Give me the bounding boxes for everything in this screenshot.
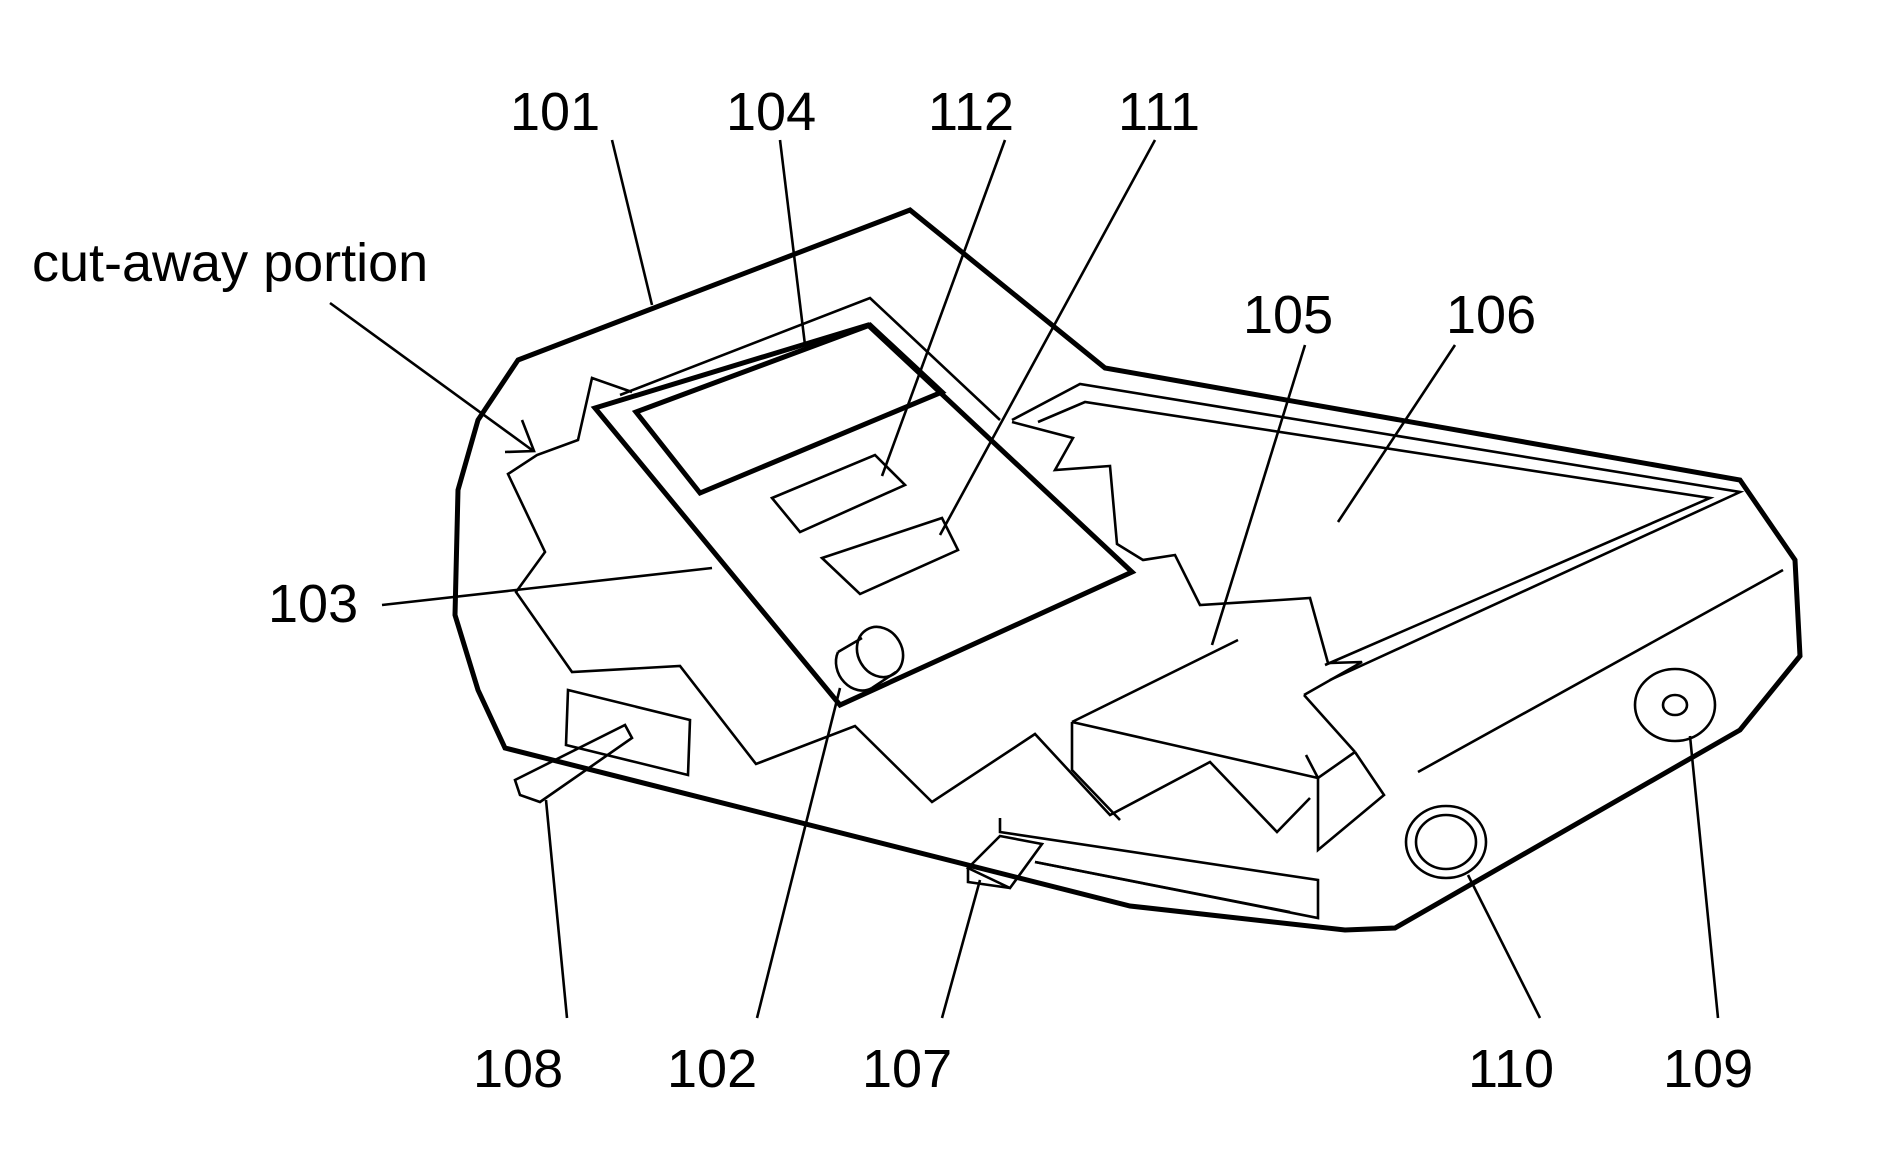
label-103: 103	[268, 574, 358, 634]
cutaway-edge-right	[1012, 422, 1362, 695]
label-109: 109	[1663, 1039, 1753, 1099]
leader-111	[940, 140, 1155, 535]
label-105: 105	[1243, 285, 1333, 345]
connector-110	[1406, 806, 1486, 878]
leader-101	[612, 140, 652, 305]
leader-109	[1690, 736, 1718, 1018]
leader-112	[882, 140, 1005, 476]
leader-104	[780, 140, 805, 345]
card-slot-107	[968, 818, 1318, 918]
leader-102	[757, 688, 840, 1018]
label-cutaway: cut-away portion	[32, 233, 428, 293]
leader-110	[1468, 875, 1540, 1018]
label-102: 102	[667, 1039, 757, 1099]
label-111: 111	[1118, 82, 1200, 142]
leader-106	[1338, 345, 1455, 522]
circuit-board-back-edge	[620, 298, 1000, 420]
label-106: 106	[1446, 285, 1536, 345]
label-107: 107	[862, 1039, 952, 1099]
circuit-board	[595, 325, 1132, 705]
screen-inner	[1038, 402, 1710, 665]
battery-block-105	[1072, 640, 1384, 850]
label-104: 104	[726, 82, 816, 142]
label-112: 112	[928, 82, 1014, 142]
leader-108	[546, 800, 567, 1018]
chip-111	[822, 518, 958, 594]
leader-103	[382, 568, 712, 605]
label-101: 101	[510, 82, 600, 142]
label-108: 108	[473, 1039, 563, 1099]
label-110: 110	[1468, 1039, 1554, 1099]
leader-107	[942, 880, 980, 1018]
connector-109	[1635, 669, 1715, 741]
